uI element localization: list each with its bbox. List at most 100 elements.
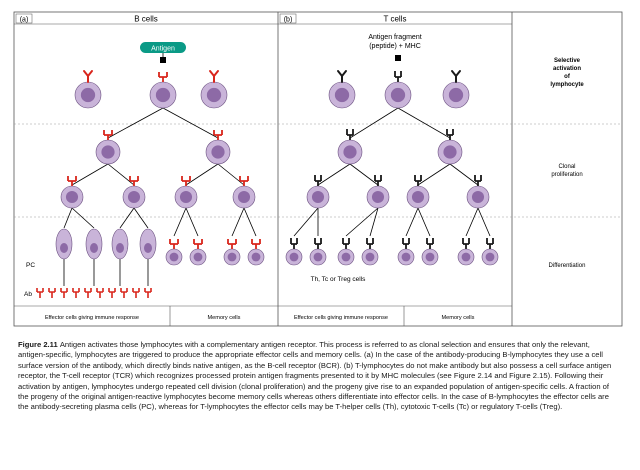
receptor-icon (426, 238, 434, 249)
cell-nucleus (411, 190, 425, 204)
t-effector-cell (309, 238, 327, 266)
antigen-badge (140, 42, 186, 53)
b-cell-naive (200, 70, 228, 109)
plasma-cell-nucleus (116, 243, 124, 253)
cell-nucleus (313, 252, 323, 262)
t-cell-clone (306, 175, 330, 209)
figure-caption: Figure 2.11 Antigen activates those lymp… (18, 340, 618, 413)
panel-b-title: T cells (384, 15, 407, 24)
b-cell-clone (174, 176, 198, 209)
cell-nucleus (401, 252, 411, 262)
antibody-icon (132, 288, 140, 298)
cell-nucleus (485, 252, 495, 262)
receptor-icon (290, 238, 298, 249)
plasma-cell (85, 228, 103, 260)
stage-label-selective-3: of (564, 74, 571, 80)
t-cell-clone (466, 175, 490, 209)
cell-nucleus (227, 252, 237, 262)
stage-label-selective-2: activation (553, 66, 581, 72)
b-cell-clone (232, 176, 256, 209)
panel-a-tag: (a) (20, 17, 29, 24)
cells-layer (36, 70, 499, 298)
panel-a-title: B cells (134, 15, 158, 24)
panel-a-tag-box (15, 13, 33, 24)
t-effector-cell (361, 238, 379, 266)
cell-nucleus (289, 252, 299, 262)
receptor-icon (213, 130, 223, 140)
receptor-icon (227, 239, 237, 249)
lineage-line (243, 207, 257, 237)
b-memory-cell (189, 239, 207, 266)
receptor-icon (394, 71, 402, 82)
figure-frame (13, 11, 623, 327)
receptor-icon (239, 176, 249, 186)
cell-nucleus (169, 252, 179, 262)
ab-label: Ab (24, 291, 32, 298)
b-memory-cell (165, 239, 183, 266)
cell-nucleus (80, 87, 96, 103)
fragment-label-line2: (peptide) + MHC (369, 43, 421, 50)
lineage-line (119, 207, 135, 229)
footer-b-memory: Memory cells (208, 315, 241, 321)
lineage-line (397, 107, 451, 139)
t-cell-clone (366, 175, 390, 209)
antibody-icon (36, 288, 44, 298)
cell-nucleus (390, 87, 406, 103)
receptor-icon (103, 130, 113, 140)
b-cell-clone (122, 176, 146, 209)
t-cell-clone (337, 129, 363, 165)
lineage-line (185, 207, 199, 237)
t-cell-selected (384, 71, 412, 109)
t-effector-cell (285, 238, 303, 266)
lineage-line (417, 207, 431, 237)
fragment-square (395, 55, 401, 61)
receptor-icon (486, 238, 494, 249)
b-cell-selected (149, 72, 177, 109)
lineage-line (293, 207, 319, 237)
lineage-line (345, 207, 379, 237)
receptor-icon (181, 176, 191, 186)
receptor-icon (158, 72, 168, 82)
lineage-line (63, 207, 73, 229)
lineage-line (71, 163, 109, 186)
antibody-icon (144, 288, 152, 298)
t-cell-clone (406, 175, 430, 209)
receptor-icon (446, 129, 454, 140)
cell-nucleus (127, 190, 141, 204)
lineage-line (107, 107, 164, 139)
receptor-icon (314, 238, 322, 249)
plasma-cell-nucleus (60, 243, 68, 253)
footer-b-effector: Effector cells giving immune response (45, 315, 139, 321)
antibody-group (36, 288, 152, 298)
clonal-selection-figure: (a) (b) B cells T cells Selective activa… (13, 11, 623, 327)
lineage-line (162, 107, 219, 139)
lineage-line (477, 207, 491, 237)
lineage-line (317, 163, 351, 186)
cell-nucleus (371, 190, 385, 204)
cell-nucleus (334, 87, 350, 103)
receptor-icon (474, 175, 482, 186)
receptor-icon (83, 70, 93, 83)
cell-nucleus (206, 87, 222, 103)
b-cell-clone (95, 130, 121, 165)
cell-nucleus (179, 190, 193, 204)
antibody-icon (120, 288, 128, 298)
lineage-line (369, 207, 379, 237)
plasma-cell-nucleus (144, 243, 152, 253)
receptor-icon (67, 176, 77, 186)
lineage-lines (63, 107, 491, 286)
lineage-line (349, 163, 379, 186)
cell-nucleus (471, 190, 485, 204)
receptor-icon (374, 175, 382, 186)
receptor-icon (337, 70, 347, 83)
footer-t-memory: Memory cells (442, 315, 475, 321)
panel-b-tag-box (279, 13, 297, 24)
cell-nucleus (65, 190, 79, 204)
lineage-line (185, 163, 219, 186)
cell-nucleus (311, 190, 325, 204)
cell-nucleus (237, 190, 251, 204)
t-effector-label: Th, Tc or Treg cells (311, 276, 367, 283)
cell-nucleus (425, 252, 435, 262)
b-memory-cell (223, 239, 241, 266)
receptor-icon (314, 175, 322, 186)
